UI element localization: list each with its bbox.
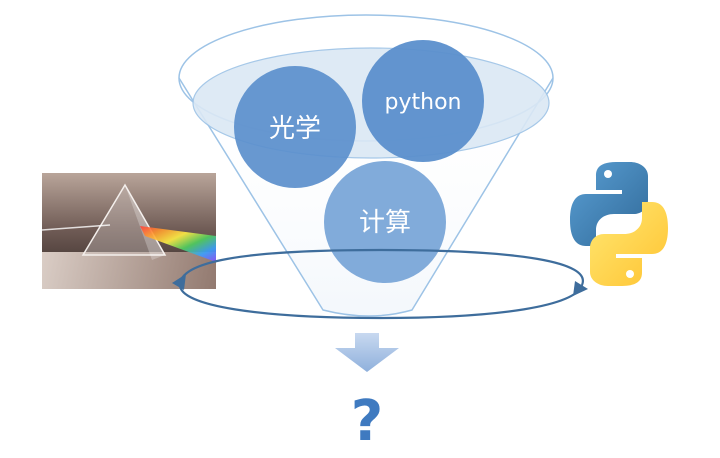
circle-python-label: python <box>385 90 462 115</box>
circle-compute: 计算 <box>324 161 446 283</box>
circle-compute-label: 计算 <box>359 208 411 238</box>
circle-python: python <box>362 40 484 162</box>
result-question-mark: ? <box>351 389 383 454</box>
cycle-ring <box>172 248 588 320</box>
ring-arrowhead-right <box>573 281 588 296</box>
prism-dispersion-image <box>41 173 216 289</box>
circle-optics-label: 光学 <box>269 114 321 144</box>
ring-arrowhead-left <box>172 274 186 290</box>
down-arrow <box>335 333 399 372</box>
circle-optics: 光学 <box>234 66 356 188</box>
python-logo <box>570 162 668 286</box>
